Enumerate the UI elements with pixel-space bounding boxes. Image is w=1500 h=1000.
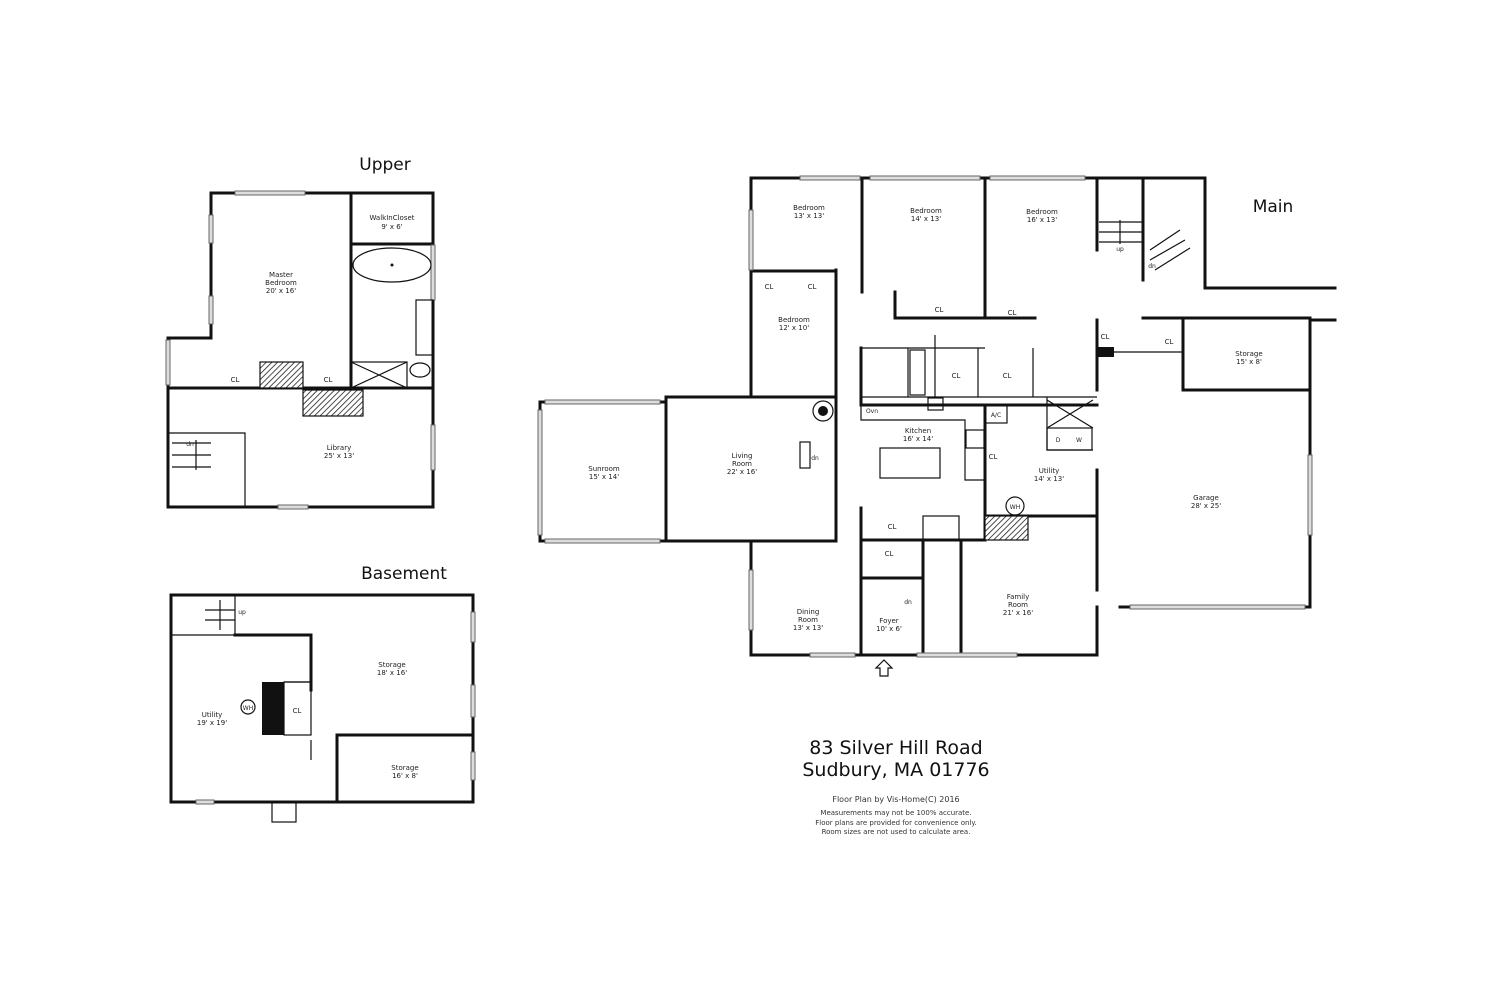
stair-label: dn	[904, 599, 912, 606]
closet-label: CL	[935, 306, 944, 314]
main-title: Main	[1253, 197, 1294, 217]
room-size: 22' x 16'	[727, 468, 757, 476]
room-size: 28' x 25'	[1191, 502, 1221, 510]
room-size: 13' x 13'	[793, 624, 823, 632]
room-name: Storage	[378, 661, 405, 669]
stair-label: dn	[811, 455, 819, 462]
closet-label: CL	[324, 376, 333, 384]
closet-label: CL	[231, 376, 240, 384]
upper-floor-plan: Upper WalkInCloset 9' x 6' Master Bedroo…	[165, 155, 436, 510]
room-name: Bedroom	[778, 316, 810, 324]
room-name: Kitchen	[905, 427, 931, 435]
closet-label: CL	[1003, 372, 1012, 380]
closet-label: CL	[888, 523, 897, 531]
room-size: 13' x 13'	[794, 212, 824, 220]
basement-floor-plan: Basement Storage 18' x 16' Utility 19' x…	[169, 564, 476, 823]
stair-label: dn	[1148, 263, 1156, 270]
credit-text: Floor Plan by Vis-Home(C) 2016	[832, 795, 959, 804]
room-size: 19' x 19'	[197, 719, 227, 727]
water-heater-label: WH	[1010, 504, 1020, 511]
room-name: Foyer	[879, 617, 899, 625]
stair-label: up	[1116, 246, 1124, 253]
closet-label: CL	[952, 372, 961, 380]
closet-label: CL	[1165, 338, 1174, 346]
closet-label: CL	[1008, 309, 1017, 317]
footer-info: 83 Silver Hill Road Sudbury, MA 01776 Fl…	[802, 737, 989, 836]
room-name-line2: Bedroom	[265, 279, 297, 287]
room-name: Family	[1007, 593, 1030, 601]
room-name-line2: Room	[1008, 601, 1028, 609]
room-size: 16' x 13'	[1027, 216, 1057, 224]
room-name: Sunroom	[588, 465, 620, 473]
stair-label: up	[238, 609, 246, 616]
room-size: 18' x 16'	[377, 669, 407, 677]
closet-label: CL	[765, 283, 774, 291]
dryer-label: D	[1056, 437, 1061, 444]
oven-label: Ovn	[866, 408, 878, 415]
disclaimer: Floor plans are provided for convenience…	[815, 819, 977, 827]
main-floor-plan: Main	[537, 175, 1337, 677]
closet-label: CL	[885, 550, 894, 558]
room-size: 16' x 14'	[903, 435, 933, 443]
stair-label: dn	[186, 441, 194, 448]
room-name: Storage	[391, 764, 418, 772]
room-size: 14' x 13'	[911, 215, 941, 223]
room-name: Master	[269, 271, 293, 279]
closet-label: CL	[808, 283, 817, 291]
address-line1: 83 Silver Hill Road	[809, 737, 982, 759]
room-name: WalkInCloset	[369, 214, 414, 222]
room-name: Bedroom	[793, 204, 825, 212]
room-size: 25' x 13'	[324, 452, 354, 460]
closet-label: CL	[293, 707, 302, 715]
room-name: Utility	[202, 711, 223, 719]
room-size: 14' x 13'	[1034, 475, 1064, 483]
room-name-line2: Room	[732, 460, 752, 468]
disclaimer: Room sizes are not used to calculate are…	[822, 828, 971, 836]
closet-label: CL	[989, 453, 998, 461]
room-size: 16' x 8'	[392, 772, 418, 780]
address-line2: Sudbury, MA 01776	[802, 759, 989, 781]
room-size: 21' x 16'	[1003, 609, 1033, 617]
room-name: Utility	[1039, 467, 1060, 475]
washer-label: W	[1076, 437, 1082, 444]
room-size: 10' x 6'	[876, 625, 902, 633]
upper-title: Upper	[359, 155, 410, 175]
room-name: Dining	[797, 608, 820, 616]
room-name-line2: Room	[798, 616, 818, 624]
room-name: Bedroom	[910, 207, 942, 215]
room-size: 9' x 6'	[381, 223, 402, 231]
disclaimer: Measurements may not be 100% accurate.	[820, 809, 971, 817]
room-name: Storage	[1235, 350, 1262, 358]
basement-title: Basement	[361, 564, 447, 584]
room-size: 12' x 10'	[779, 324, 809, 332]
closet-label: CL	[1101, 333, 1110, 341]
room-name: Bedroom	[1026, 208, 1058, 216]
room-size: 15' x 14'	[589, 473, 619, 481]
room-name: Living	[732, 452, 753, 460]
room-size: 20' x 16'	[266, 287, 296, 295]
room-name: Library	[327, 444, 351, 452]
room-name: Garage	[1193, 494, 1219, 502]
ac-label: A/C	[991, 412, 1001, 419]
room-size: 15' x 8'	[1236, 358, 1262, 366]
water-heater-label: WH	[243, 705, 253, 712]
